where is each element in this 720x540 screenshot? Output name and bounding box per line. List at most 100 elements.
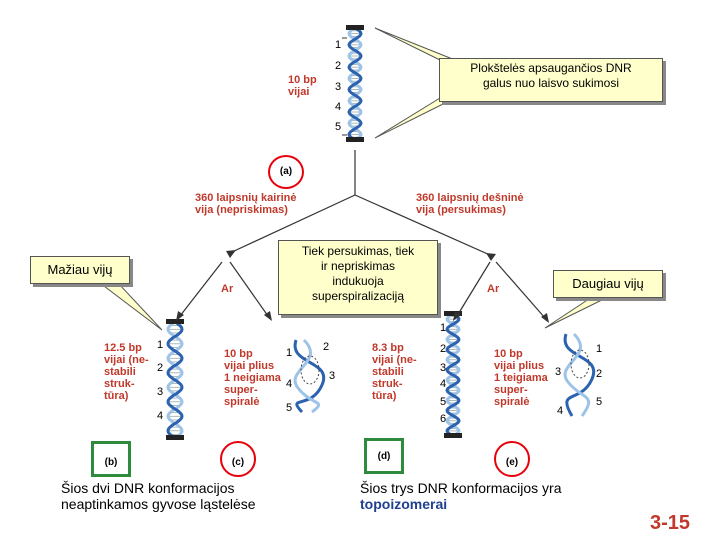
panel-d-label: 8.3 bp vijai (ne- stabili struk- tūra) xyxy=(372,342,417,402)
arrowhead-b xyxy=(176,311,184,321)
panel-e-ring xyxy=(494,441,530,477)
middle-callout-line-3: indukuoja xyxy=(332,274,384,288)
panel-c-ring xyxy=(220,441,256,477)
c-tick-5: 5 xyxy=(286,402,293,414)
plates-callout: Plokštelės apsaugančios DNR galus nuo la… xyxy=(439,58,663,102)
bottom-right-line-1: Šios trys DNR konformacijos yra xyxy=(360,480,562,496)
helix-e-supercoil xyxy=(563,332,596,417)
middle-callout: Tiek persukimas, tiek ir nepriskimas ind… xyxy=(278,240,438,315)
d-tick-5: 5 xyxy=(440,396,447,408)
bottom-left-line-2: neaptinkamos gyvose ląstelėse xyxy=(61,496,256,512)
arrow-to-d xyxy=(456,261,491,317)
c-tick-3: 3 xyxy=(329,370,336,382)
ar-right-label: Ar xyxy=(487,283,500,295)
d-tick-2: 2 xyxy=(440,343,447,355)
e-label-line-1: 10 bp xyxy=(494,348,523,360)
d-tick-6: 6 xyxy=(440,413,447,425)
arrowhead-right xyxy=(486,253,496,261)
panel-b-box xyxy=(91,441,131,477)
d-tick-3: 3 xyxy=(440,362,447,374)
d-label-line-4: struk- xyxy=(372,378,403,390)
helix-d xyxy=(444,311,462,438)
ar-left-label: Ar xyxy=(221,283,234,295)
helix-group xyxy=(166,25,596,440)
b-tick-2: 2 xyxy=(157,362,164,374)
right-branch-line xyxy=(354,194,491,256)
middle-callout-line-1: Tiek persukimas, tiek xyxy=(301,244,415,258)
arrowhead-e xyxy=(541,313,549,323)
b-label-line-4: struk- xyxy=(104,378,135,390)
d-label-line-5: tūra) xyxy=(372,390,397,402)
branch-arrows xyxy=(179,150,546,319)
e-tick-4: 4 xyxy=(557,405,564,417)
left-branch-line xyxy=(231,194,356,253)
c-tick-2: 2 xyxy=(323,341,330,353)
top-bp-line-1: 10 bp xyxy=(288,74,317,86)
top-tick-3: 3 xyxy=(335,81,342,93)
panel-d-tag: (d) xyxy=(377,451,391,462)
plates-pointer-bottom xyxy=(374,97,456,139)
top-bp-label: 10 bp vijai xyxy=(288,74,317,98)
panel-a-tag: (a) xyxy=(279,166,293,177)
d-label-line-3: stabili xyxy=(372,366,404,378)
top-tick-5: 5 xyxy=(335,121,342,133)
b-label-line-3: stabili xyxy=(104,366,136,378)
panel-e-label: 10 bp vijai plius 1 teigiama super- spir… xyxy=(494,348,548,408)
e-tick-2: 2 xyxy=(596,368,603,380)
helix-top xyxy=(346,25,364,142)
bottom-left-note: Šios dvi DNR konformacijos neaptinkamos … xyxy=(61,480,256,512)
branch-left-line-1: 360 laipsnių kairinė xyxy=(195,192,297,204)
top-tick-1: 1 xyxy=(335,39,342,51)
bottom-right-note: Šios trys DNR konformacijos yra topoizom… xyxy=(360,480,562,512)
middle-callout-line-4: superspiralizaciją xyxy=(311,289,405,303)
c-label-line-2: vijai plius xyxy=(224,360,275,372)
branch-right-line-1: 360 laipsnių dešninė xyxy=(416,192,524,204)
e-tick-5: 5 xyxy=(596,396,603,408)
d-tick-1: 1 xyxy=(440,322,447,334)
branch-right-label: 360 laipsnių dešninė vija (persukimas) xyxy=(416,192,524,216)
e-tick-3: 3 xyxy=(555,366,562,378)
c-label-line-3: 1 neigiama xyxy=(224,372,281,384)
b-label-line-1: 12.5 bp xyxy=(104,342,142,354)
more-callout-text: Daugiau vijų xyxy=(572,276,644,291)
b-label-line-5: tūra) xyxy=(104,390,129,402)
e-label-line-2: vijai plius xyxy=(494,360,545,372)
e-label-line-5: spiralė xyxy=(494,396,530,408)
d-label-line-2: vijai (ne- xyxy=(372,354,417,366)
b-tick-1: 1 xyxy=(157,339,164,351)
panel-c-label: 10 bp vijai plius 1 neigiama super- spir… xyxy=(224,348,281,408)
plates-callout-line-1: Plokštelės apsaugančios DNR xyxy=(470,61,632,75)
e-label-line-4: super- xyxy=(494,384,528,396)
panel-d-box xyxy=(364,438,404,474)
panel-b-tag: (b) xyxy=(104,457,118,468)
arrowhead-d xyxy=(453,311,461,321)
less-pointer xyxy=(98,282,163,331)
middle-callout-line-2: ir nepriskimas xyxy=(320,259,395,273)
arrowhead-left xyxy=(226,250,236,258)
d-tick-4: 4 xyxy=(440,378,447,390)
more-callout: Daugiau vijų xyxy=(553,270,663,298)
e-tick-1: 1 xyxy=(596,343,603,355)
b-tick-4: 4 xyxy=(157,410,164,422)
c-label-line-1: 10 bp xyxy=(224,348,253,360)
branch-right-line-2: vija (persukimas) xyxy=(416,204,506,216)
branch-left-line-2: vija (nepriskimas) xyxy=(195,204,288,216)
c-label-line-5: spiralė xyxy=(224,396,260,408)
panel-a-ring xyxy=(268,155,304,189)
top-bp-line-2: vijai xyxy=(288,86,310,98)
c-label-line-4: super- xyxy=(224,384,258,396)
panel-c-tag: (c) xyxy=(231,457,245,468)
topoisomers-term: topoizomerai xyxy=(360,496,448,512)
helix-b xyxy=(166,319,184,440)
bottom-left-line-1: Šios dvi DNR konformacijos xyxy=(61,480,235,496)
c-tick-4: 4 xyxy=(286,378,293,390)
arrow-to-c xyxy=(229,261,269,317)
arrow-to-e xyxy=(495,261,546,319)
branch-left-label: 360 laipsnių kairinė vija (nepriskimas) xyxy=(195,192,297,216)
c-tick-1: 1 xyxy=(286,347,293,359)
panel-b-label: 12.5 bp vijai (ne- stabili struk- tūra) xyxy=(104,342,149,402)
b-label-line-2: vijai (ne- xyxy=(104,354,149,366)
top-tick-2: 2 xyxy=(335,60,342,72)
b-tick-3: 3 xyxy=(157,386,164,398)
